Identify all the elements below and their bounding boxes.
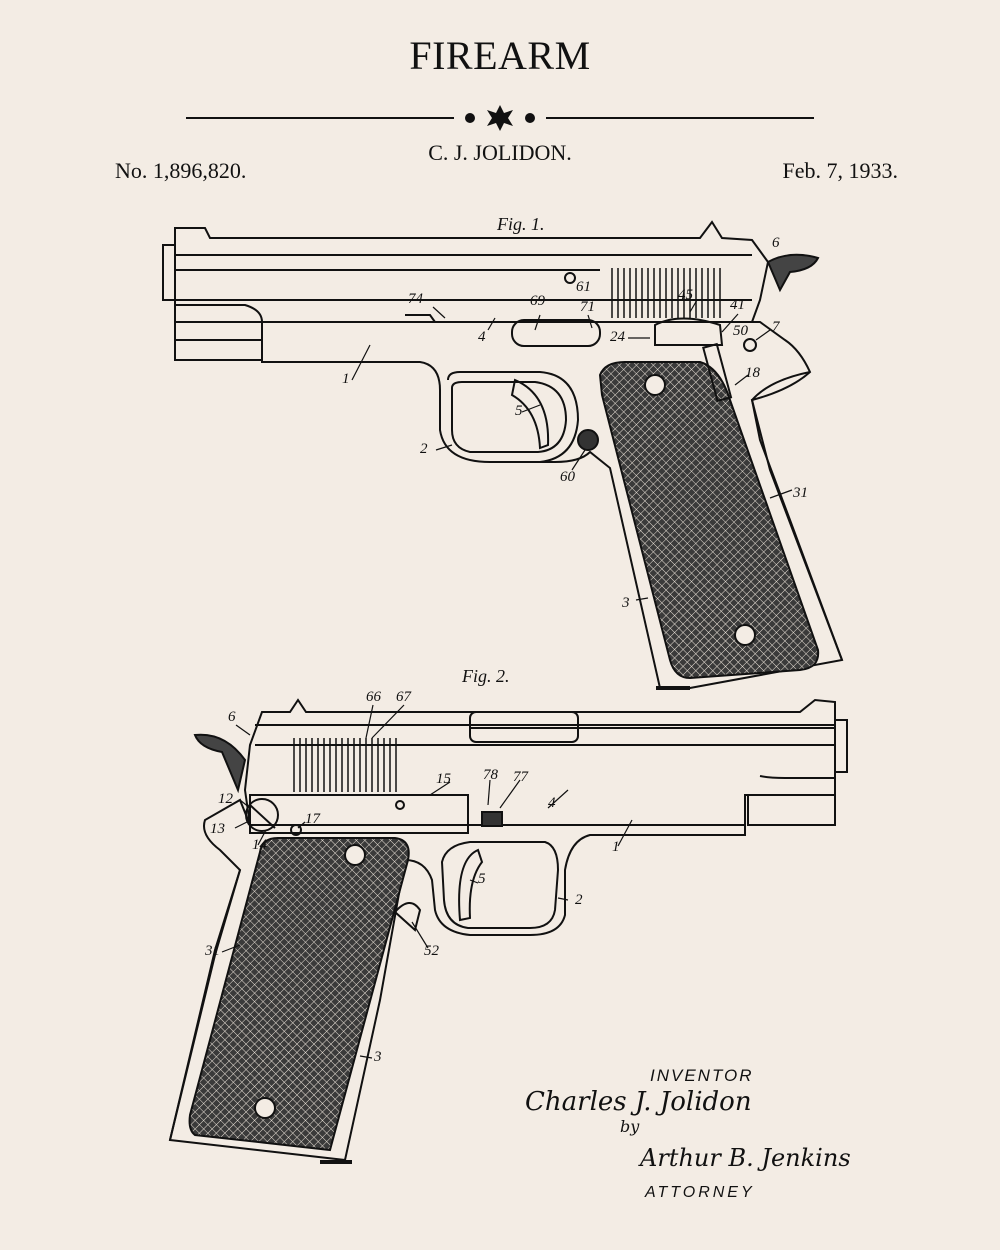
fig1-callout-4: 4: [478, 329, 486, 345]
figure-2-pistol: [168, 698, 848, 1164]
inventor-signature: Charles J. Jolidon: [525, 1087, 752, 1117]
fig2-label: Fig. 2.: [462, 666, 510, 686]
patent-number: No. 1,896,820.: [115, 158, 247, 183]
fig2-callout-67: 67: [396, 689, 411, 705]
fig1-callout-18: 18: [745, 365, 760, 381]
fig2-callout-15: 15: [436, 771, 451, 787]
fig1-callout-6: 6: [772, 235, 780, 251]
document-title: FIREARM: [409, 33, 591, 78]
fig1-callout-3: 3: [622, 595, 630, 611]
inventor-name: C. J. JOLIDON.: [428, 140, 572, 165]
fig2-callout-12: 12: [218, 791, 233, 807]
fig1-label: Fig. 1.: [497, 214, 545, 234]
attorney-signature: Arthur B. Jenkins: [638, 1144, 850, 1172]
fig2-callout-66: 66: [366, 689, 381, 705]
patent-date: Feb. 7, 1933.: [782, 158, 899, 183]
fig1-callout-45: 45: [678, 287, 693, 303]
fig2-callout-77: 77: [513, 769, 528, 785]
fig1-callout-2: 2: [420, 441, 428, 457]
fig2-trigger: [458, 848, 484, 922]
fig1-hammer: [766, 253, 820, 293]
fig1-callout-41: 41: [730, 297, 745, 313]
fig2-callout-1: 1: [612, 839, 620, 855]
fig2-callout-78: 78: [483, 767, 498, 783]
ornamental-divider: [186, 105, 814, 131]
fig1-callout-5: 5: [515, 403, 523, 419]
fig1-trigger: [510, 378, 550, 450]
fig1-slide: [174, 220, 770, 323]
star-ornament-icon: [487, 105, 513, 131]
fig2-callout-31: 31: [205, 943, 220, 959]
fig1-callout-69: 69: [530, 293, 545, 309]
fig2-callout-52: 52: [424, 943, 439, 959]
fig1-callout-60: 60: [560, 469, 575, 485]
fig1-callout-50: 50: [733, 323, 748, 339]
fig1-callout-1: 1: [342, 371, 350, 387]
by-text: by: [620, 1117, 640, 1136]
fig1-callout-31: 31: [793, 485, 808, 501]
fig1-callout-71: 71: [580, 299, 595, 315]
fig2-callout-17: 17: [305, 811, 320, 827]
fig2-callout-6: 6: [228, 709, 236, 725]
figure-1-pistol: [162, 220, 844, 690]
fig2-slide-serrations: [293, 738, 397, 792]
fig2-callout-13: 13: [210, 821, 225, 837]
inventor-attorney-signatures: Charles J. Jolidon by Arthur B. Jenkins: [525, 1087, 850, 1172]
fig2-hammer: [193, 733, 247, 794]
inventor-caption: INVENTOR: [650, 1066, 754, 1085]
fig1-slide-serrations: [611, 268, 721, 318]
fig1-callout-61: 61: [576, 279, 591, 295]
fig1-callout-24: 24: [610, 329, 625, 345]
fig1-callout-74: 74: [408, 291, 423, 307]
fig2-grip-panel: [188, 837, 410, 1152]
fig2-callout-3: 3: [374, 1049, 382, 1065]
attorney-caption: ATTORNEY: [645, 1184, 755, 1201]
fig1-trigger-guard: [447, 371, 580, 463]
fig2-slide: [243, 698, 836, 826]
fig2-callout-14: 14: [252, 837, 267, 853]
fig2-callout-2: 2: [575, 892, 583, 908]
fig1-grip-panel: [598, 361, 820, 680]
fig1-callout-7: 7: [772, 319, 780, 335]
fig2-callout-4: 4: [548, 795, 556, 811]
fig2-callout-5: 5: [478, 871, 486, 887]
fig2-frame: [168, 798, 746, 1162]
